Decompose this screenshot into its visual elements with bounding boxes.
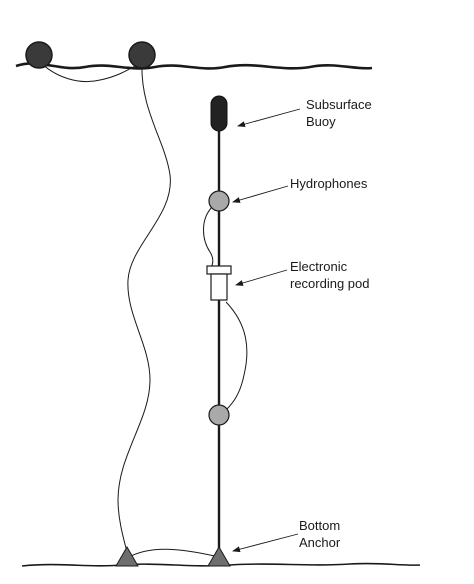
arrow-hydrophones xyxy=(232,185,289,203)
hydrophone-cable-upper xyxy=(203,206,214,269)
hydrophone-lower xyxy=(208,404,230,426)
label-bottom-anchor-line1: Bottom xyxy=(299,518,340,533)
subsurface-buoy xyxy=(210,95,228,132)
hydrophone-cable-lower xyxy=(225,301,248,411)
arrow-subsurface-buoy xyxy=(237,108,301,128)
surface-buoy-right xyxy=(128,41,156,69)
arrow-recording-pod xyxy=(235,269,288,286)
sea-surface-wave xyxy=(15,62,373,70)
label-hydrophones: Hydrophones xyxy=(290,176,368,191)
arrow-bottom-anchor xyxy=(232,533,299,553)
label-subsurface-buoy-line1: Subsurface xyxy=(306,97,372,112)
bottom-anchor-left xyxy=(115,546,139,567)
hydrophone-upper xyxy=(208,190,230,212)
label-subsurface-buoy-line2: Buoy xyxy=(306,114,336,129)
bottom-anchor-right xyxy=(207,546,231,567)
label-recording-pod-line2: recording pod xyxy=(290,276,370,291)
riser-cable xyxy=(117,61,171,553)
seabed-cable xyxy=(126,548,220,559)
recording-pod-body xyxy=(210,273,228,301)
surface-tether xyxy=(37,59,143,83)
label-recording-pod-line1: Electronic xyxy=(290,259,348,274)
recording-pod-cap xyxy=(206,265,232,275)
surface-buoy-left xyxy=(25,41,53,69)
label-bottom-anchor-line2: Anchor xyxy=(299,535,341,550)
